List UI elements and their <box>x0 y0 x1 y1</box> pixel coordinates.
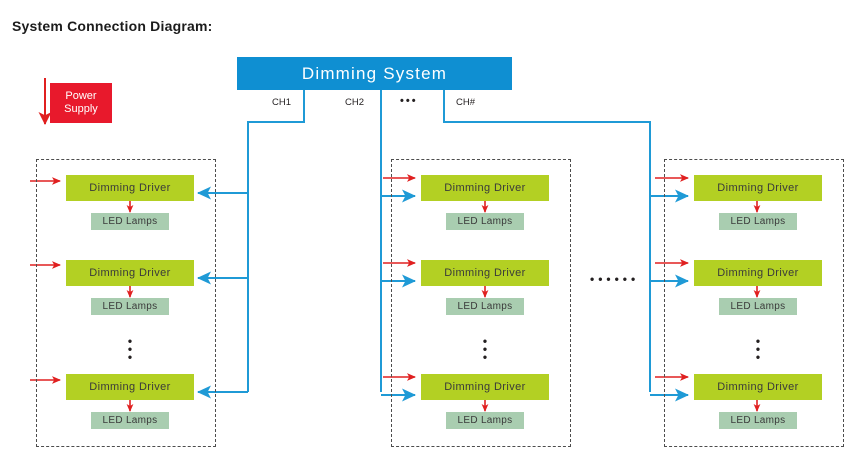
lamps-g2-r1[interactable]: LED Lamps <box>446 213 524 230</box>
row-ellipsis-g2: ••• <box>482 334 488 364</box>
driver-g2-r2[interactable]: Dimming Driver <box>421 260 549 286</box>
lamps-g2-r3[interactable]: LED Lamps <box>446 412 524 429</box>
group1-power-arrows <box>30 177 61 384</box>
driver-g2-r1[interactable]: Dimming Driver <box>421 175 549 201</box>
channel-wire-ch1 <box>247 90 305 392</box>
group-ellipsis: •••••• <box>590 272 640 286</box>
lamps-g3-r2[interactable]: LED Lamps <box>719 298 797 315</box>
group3-signal-arrows <box>650 189 689 402</box>
group3-power-arrows <box>655 174 689 381</box>
lamps-g1-r3[interactable]: LED Lamps <box>91 412 169 429</box>
lamps-g3-r3[interactable]: LED Lamps <box>719 412 797 429</box>
group2-power-arrows <box>383 174 416 381</box>
group-box-chn <box>664 159 844 447</box>
lamps-g1-r2[interactable]: LED Lamps <box>91 298 169 315</box>
lamps-g2-r2[interactable]: LED Lamps <box>446 298 524 315</box>
lamps-g3-r1[interactable]: LED Lamps <box>719 213 797 230</box>
channel-label-ch2: CH2 <box>345 97 365 108</box>
channel-label-ch1: CH1 <box>272 97 292 108</box>
driver-g3-r3[interactable]: Dimming Driver <box>694 374 822 400</box>
driver-g2-r3[interactable]: Dimming Driver <box>421 374 549 400</box>
row-ellipsis-g1: ••• <box>127 334 133 364</box>
group-box-ch1 <box>36 159 216 447</box>
group1-signal-arrows <box>197 186 248 399</box>
dimming-system-block[interactable]: Dimming System <box>237 57 512 90</box>
driver-g1-r3[interactable]: Dimming Driver <box>66 374 194 400</box>
group2-signal-arrows <box>381 189 416 402</box>
channel-ellipsis: ••• <box>400 95 418 107</box>
channel-wire-chn <box>443 90 651 392</box>
row-ellipsis-g3: ••• <box>755 334 761 364</box>
group-box-ch2 <box>391 159 571 447</box>
page-title: System Connection Diagram: <box>12 18 213 34</box>
driver-g3-r1[interactable]: Dimming Driver <box>694 175 822 201</box>
driver-g3-r2[interactable]: Dimming Driver <box>694 260 822 286</box>
driver-g1-r2[interactable]: Dimming Driver <box>66 260 194 286</box>
driver-g1-r1[interactable]: Dimming Driver <box>66 175 194 201</box>
channel-label-chn: CH# <box>456 97 476 108</box>
lamps-g1-r1[interactable]: LED Lamps <box>91 213 169 230</box>
